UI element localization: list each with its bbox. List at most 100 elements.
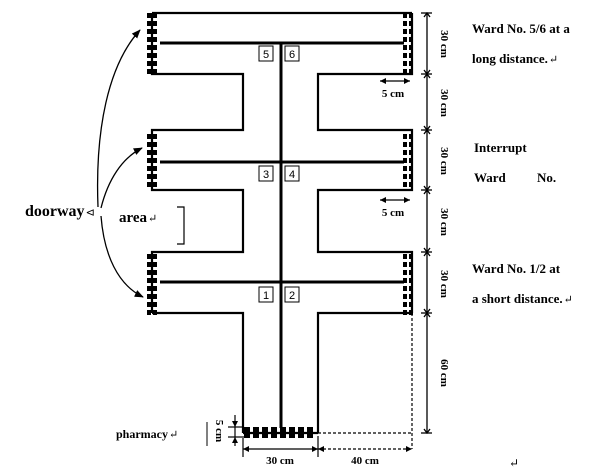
door-block	[409, 69, 413, 74]
interrupt-note-line1: Interrupt	[474, 141, 527, 154]
door-block	[409, 278, 413, 283]
door-block	[271, 433, 277, 438]
door-block	[403, 21, 407, 26]
dim-30cm-2: 30 cm	[438, 89, 450, 117]
door-block	[409, 13, 413, 18]
dim-30cm-1: 30 cm	[438, 30, 450, 58]
door-block	[409, 270, 413, 275]
door-block	[153, 174, 157, 179]
door-block	[409, 53, 413, 58]
door-block	[153, 21, 157, 26]
bottom-dimension-labels: 30 cm 40 cm 5 cm	[213, 420, 379, 467]
door-block	[147, 310, 151, 315]
door-block	[262, 433, 268, 438]
interrupt-line2b-text: No.	[537, 170, 557, 185]
door-block	[409, 37, 413, 42]
door-block	[403, 166, 407, 171]
door-block	[403, 53, 407, 58]
door-block	[409, 294, 413, 299]
door-block	[147, 182, 151, 187]
dim-bottom-40cm: 40 cm	[351, 455, 379, 467]
door-block	[403, 270, 407, 275]
doorway-label: doorway⊲	[25, 204, 95, 220]
door-block	[153, 158, 157, 163]
ward56-note-line2: long distance.↵	[472, 52, 558, 66]
door-block	[153, 53, 157, 58]
ward-number-1: 1	[263, 290, 269, 302]
dim-30cm-3: 30 cm	[438, 147, 450, 175]
door-block	[403, 278, 407, 283]
door-block	[403, 286, 407, 291]
door-block	[298, 433, 304, 438]
dim-5cm-upper: 5 cm	[382, 88, 404, 100]
pharmacy-label: pharmacy↵	[116, 428, 178, 441]
dim-pharmacy-5cm: 5 cm	[213, 420, 225, 442]
door-block	[403, 37, 407, 42]
door-block	[409, 134, 413, 139]
door-block	[147, 150, 151, 155]
door-block	[409, 61, 413, 66]
door-blocks	[147, 13, 413, 438]
door-block	[147, 142, 151, 147]
door-block	[409, 254, 413, 259]
door-block	[253, 427, 259, 432]
ward12-tick: ↵	[563, 294, 573, 306]
door-block	[409, 21, 413, 26]
dim-bottom-30cm: 30 cm	[266, 455, 294, 467]
door-block	[147, 286, 151, 291]
door-block	[244, 427, 250, 432]
ward56-line1-text: Ward No. 5/6 at a	[472, 21, 570, 36]
door-block	[153, 13, 157, 18]
door-block	[403, 61, 407, 66]
door-block	[147, 53, 151, 58]
door-block	[153, 37, 157, 42]
door-block	[147, 61, 151, 66]
door-block	[147, 270, 151, 275]
door-block	[153, 142, 157, 147]
door-block	[307, 427, 313, 432]
door-block	[153, 310, 157, 315]
door-block	[403, 302, 407, 307]
doorway-text: doorway	[25, 203, 85, 220]
dim-5cm-lower: 5 cm	[382, 207, 404, 219]
doorway-anchor: ⊲	[85, 207, 95, 219]
door-block	[153, 254, 157, 259]
door-block	[153, 270, 157, 275]
door-block	[153, 150, 157, 155]
door-block	[147, 166, 151, 171]
ward-number-5: 5	[263, 49, 269, 61]
ward56-line2-text: long distance.	[472, 51, 548, 66]
door-block	[147, 69, 151, 74]
door-block	[409, 142, 413, 147]
door-block	[298, 427, 304, 432]
door-block	[153, 278, 157, 283]
door-block	[403, 182, 407, 187]
door-block	[147, 174, 151, 179]
door-block	[409, 262, 413, 267]
ward12-line2-text: a short distance.	[472, 291, 563, 306]
door-block	[409, 45, 413, 50]
door-block	[147, 21, 151, 26]
door-block	[153, 61, 157, 66]
door-block	[147, 158, 151, 163]
area-label: area↵	[119, 211, 157, 226]
door-block	[153, 134, 157, 139]
pharmacy-tick: ↵	[169, 429, 179, 441]
area-bracket	[177, 206, 185, 245]
doorway-arrows	[96, 29, 144, 298]
door-block	[153, 262, 157, 267]
dim-30cm-5: 30 cm	[438, 270, 450, 298]
door-block	[280, 433, 286, 438]
door-block	[403, 13, 407, 18]
door-block	[409, 166, 413, 171]
door-block	[403, 69, 407, 74]
ward-numbers: 5 6 3 4 1 2	[263, 49, 295, 302]
dim-60cm: 60 cm	[438, 359, 450, 387]
bottom-dimension	[228, 313, 413, 457]
door-block	[403, 29, 407, 34]
door-block	[253, 433, 259, 438]
door-block	[307, 433, 313, 438]
door-block	[403, 262, 407, 267]
door-block	[147, 278, 151, 283]
door-block	[280, 427, 286, 432]
